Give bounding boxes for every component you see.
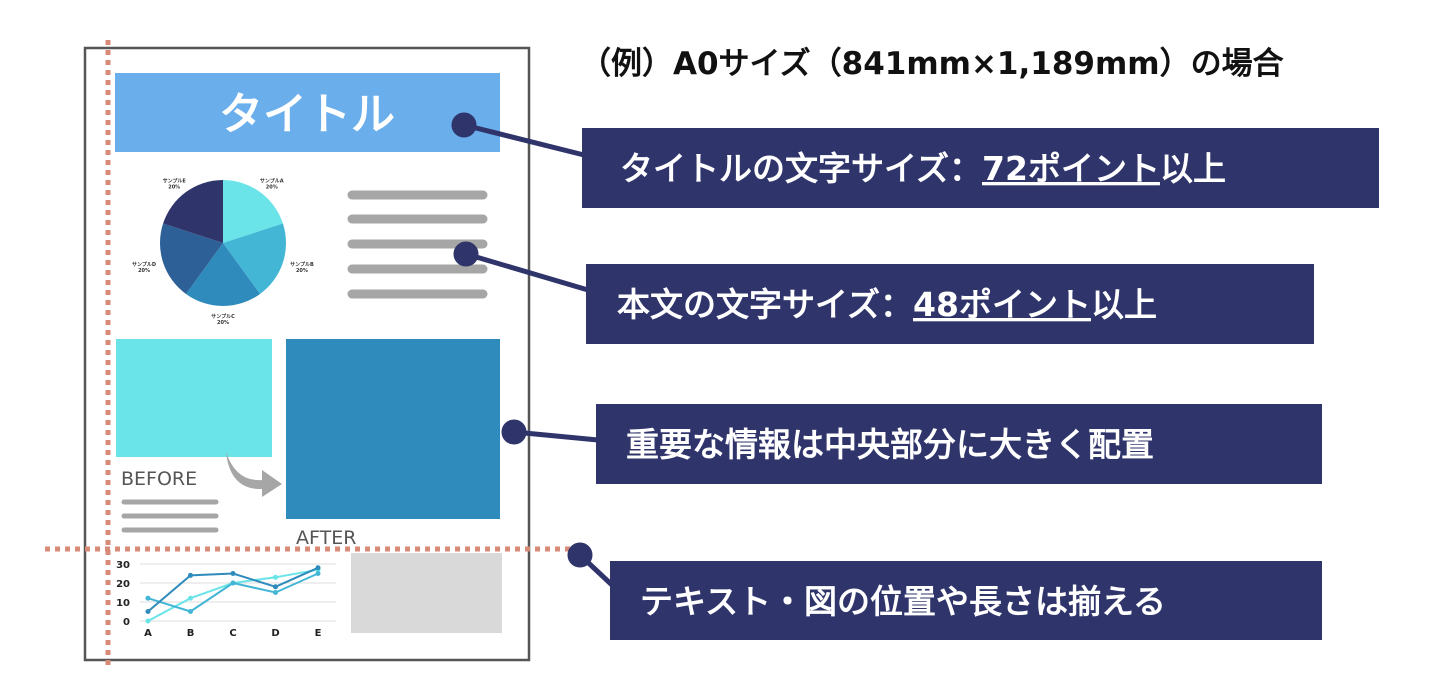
pie-label: サンプルB (290, 261, 314, 268)
callout-center-placement (596, 404, 1322, 484)
connector-line (513, 429, 599, 443)
pie-value-label: 20% (168, 184, 180, 190)
data-point (273, 590, 278, 595)
x-tick-label: C (229, 628, 236, 639)
heading: （例）A0サイズ（841mm×1,189mm）の場合 (580, 46, 1284, 82)
callout-alignment (610, 561, 1322, 640)
connector-dot (451, 112, 477, 138)
data-point (315, 565, 321, 571)
pie-slice (159, 223, 223, 294)
x-tick-label: E (315, 628, 322, 639)
before-image (116, 339, 272, 457)
connector-line (465, 251, 589, 293)
x-tick-label: A (144, 628, 152, 639)
pie-value-label: 20% (266, 184, 278, 190)
y-tick-label: 10 (116, 598, 130, 609)
callout-text: 本文の文字サイズ：48ポイント以上 (617, 285, 1157, 324)
callout-text: タイトルの文字サイズ：72ポイント以上 (620, 149, 1226, 188)
data-point (188, 609, 193, 614)
y-tick-label: 30 (116, 560, 130, 571)
data-point (188, 595, 193, 601)
connector-dot (567, 542, 593, 568)
arrow-icon (226, 452, 282, 497)
body-text-lines (347, 190, 488, 299)
data-point (315, 571, 321, 576)
pie-label: サンプルC (211, 313, 235, 320)
data-point (145, 609, 151, 614)
pie-label: サンプルE (163, 177, 187, 184)
connector-dot (501, 419, 527, 445)
x-tick-label: D (271, 628, 279, 639)
gray-placeholder (351, 553, 502, 633)
callout-body-size (586, 264, 1314, 344)
pie-value-label: 20% (217, 320, 229, 326)
pie-label: サンプルA (260, 177, 284, 184)
data-point (273, 584, 278, 590)
pie-value-label: 20% (296, 268, 308, 274)
y-tick-label: 0 (123, 617, 130, 628)
pie-label: サンプルD (132, 261, 156, 268)
data-point (145, 618, 151, 624)
data-point (230, 571, 236, 576)
pie-value-label: 20% (138, 268, 150, 274)
data-point (188, 572, 193, 578)
after-image (286, 339, 500, 519)
y-tick-label: 20 (116, 579, 130, 590)
pie-slice (185, 243, 261, 306)
x-tick-label: B (187, 628, 195, 639)
pie-slice (163, 180, 223, 243)
data-point (145, 595, 151, 601)
pie-slice (223, 223, 286, 294)
connector-dot (453, 241, 479, 267)
connector-line (463, 122, 585, 158)
title-bar (115, 73, 500, 152)
data-point (230, 580, 236, 586)
poster-title: タイトル (219, 89, 395, 140)
data-point (273, 574, 278, 580)
line-chart: 0 10 20 30A B C D E (116, 560, 336, 639)
before-text-lines (121, 499, 219, 533)
after-label: AFTER (296, 527, 356, 549)
callout-text: テキスト・図の位置や長さは揃える (640, 582, 1166, 621)
before-label: BEFORE (121, 468, 197, 490)
callout-text: 重要な情報は中央部分に大きく配置 (626, 425, 1154, 464)
pie-slice (223, 180, 283, 243)
callout-title-size (582, 128, 1379, 208)
